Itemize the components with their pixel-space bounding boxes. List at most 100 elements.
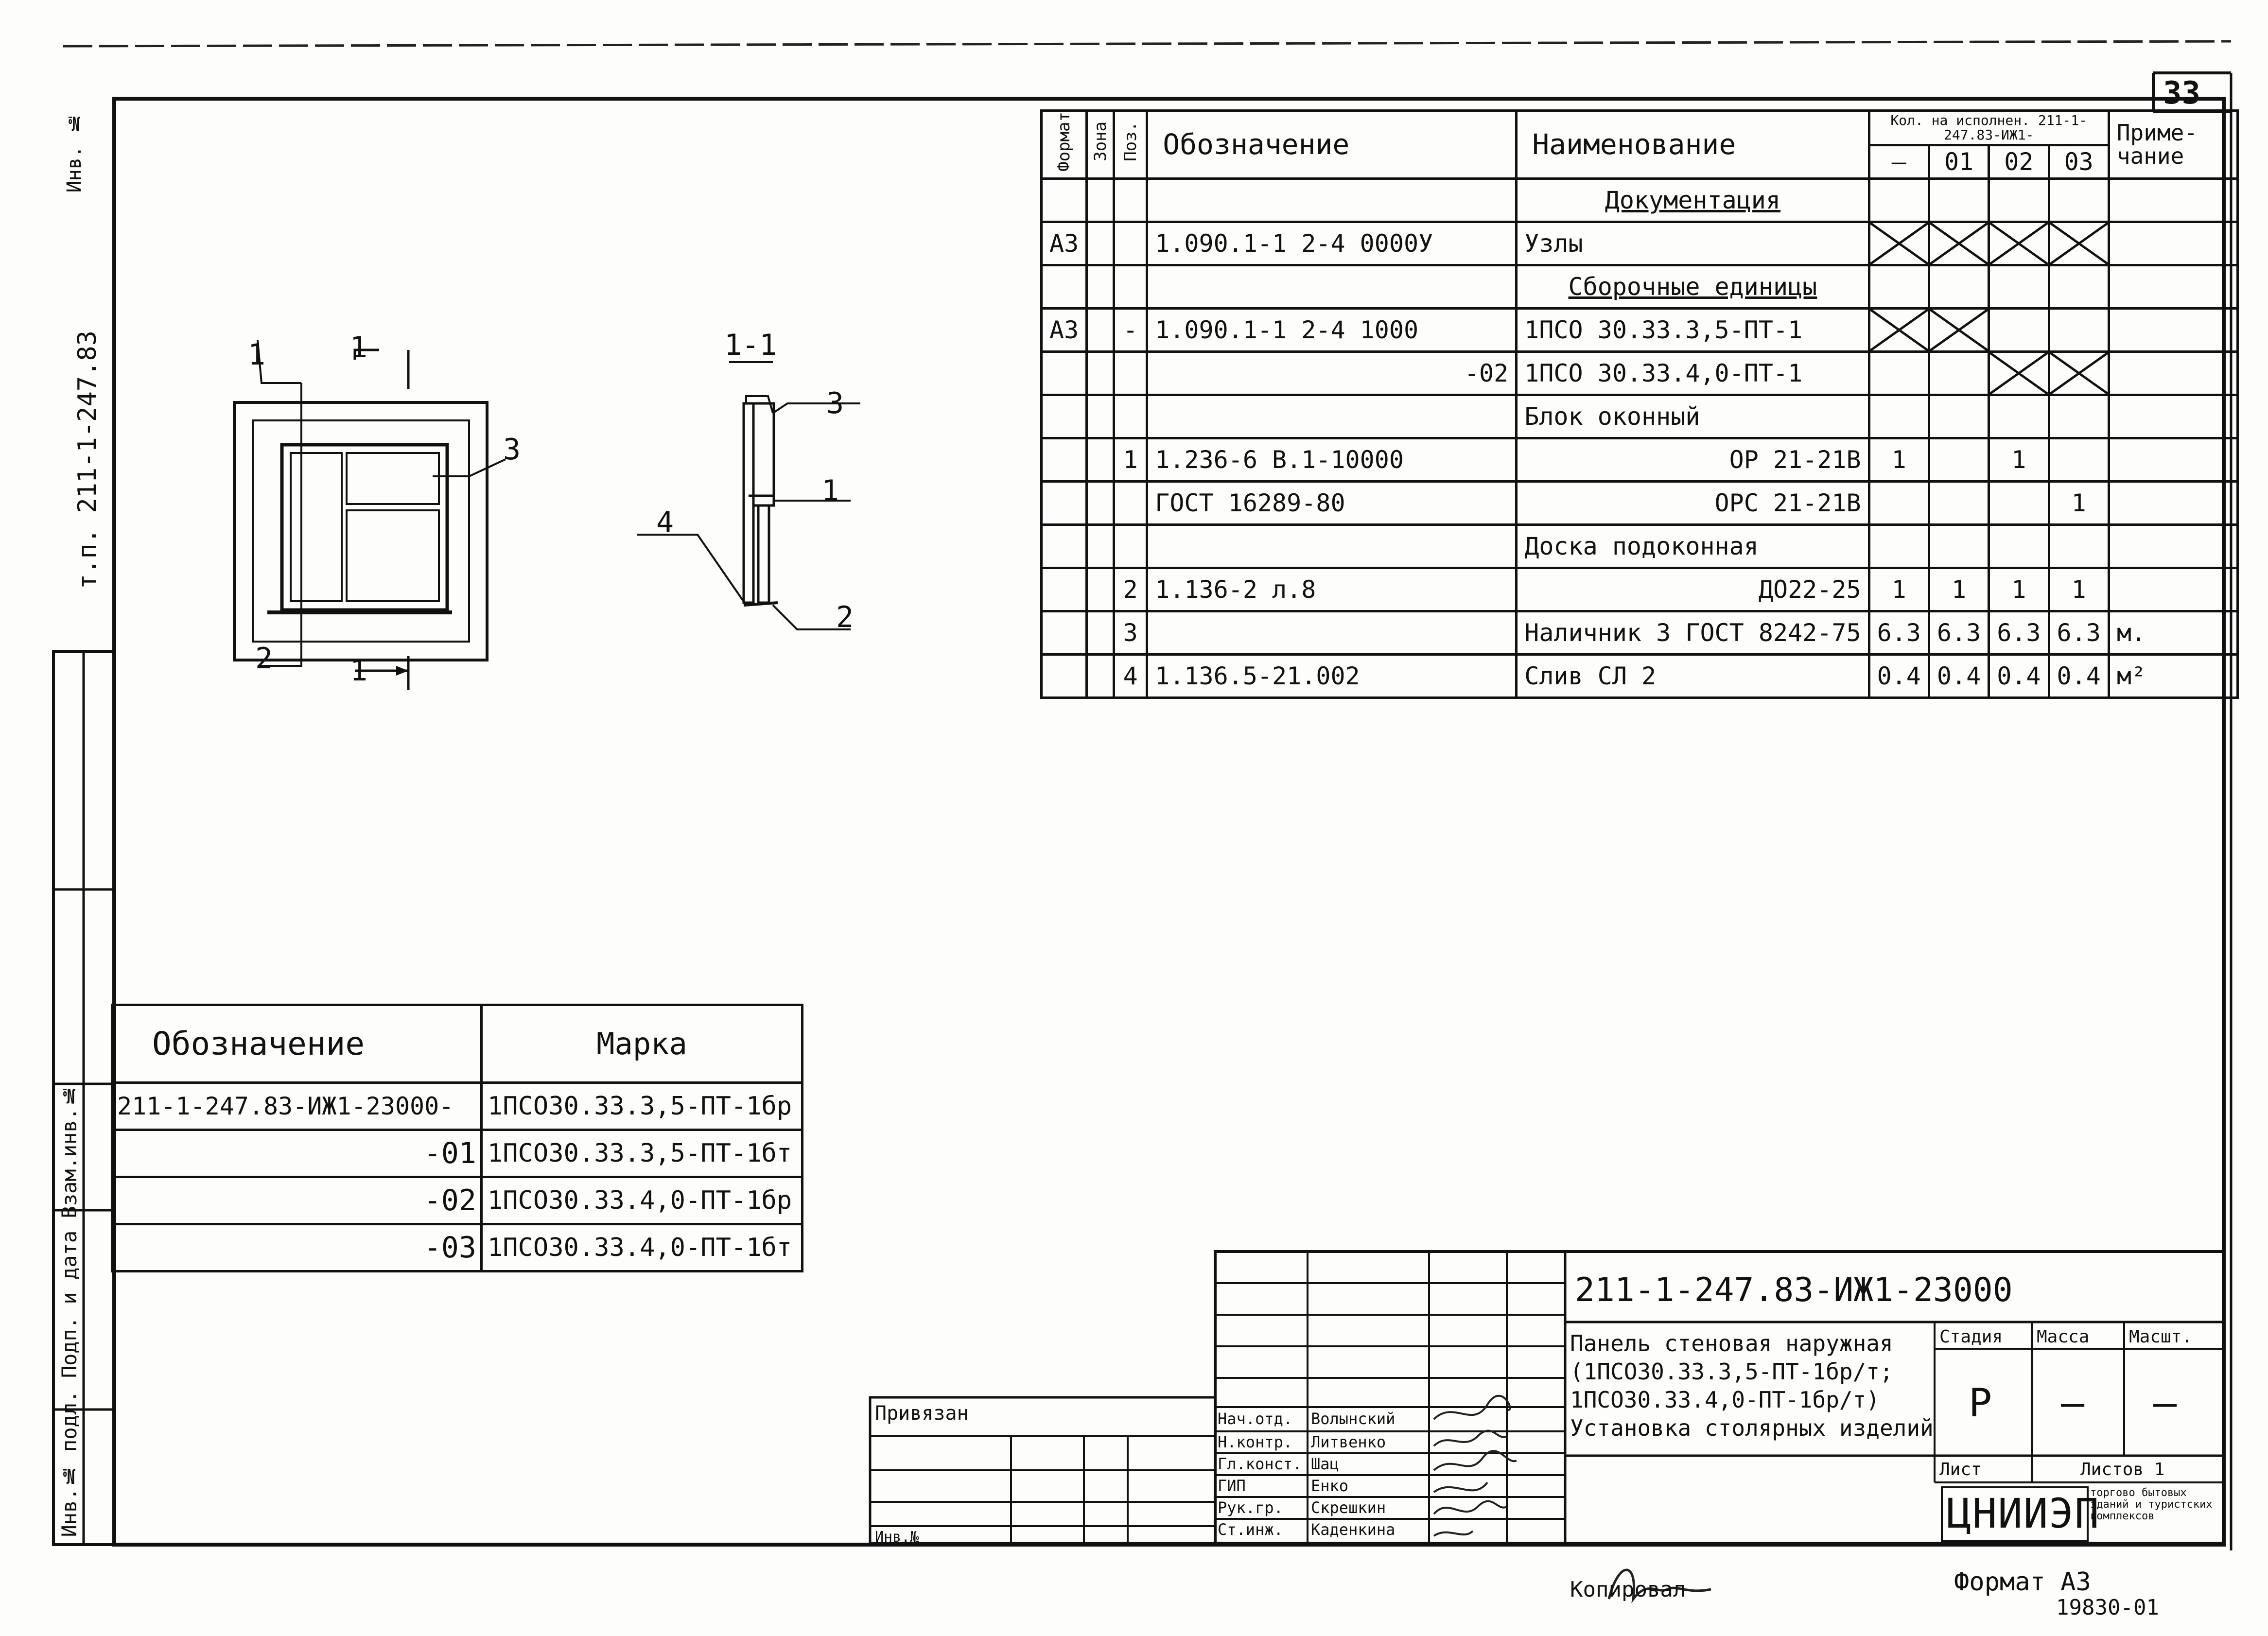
spec-pos-cell <box>1113 220 1149 266</box>
spec-designation-cell <box>1146 523 1518 569</box>
marks-mark-cell: 1ПСО30.33.3,5-ПТ-1бт <box>480 1129 803 1178</box>
spec-qty-cell: 6.3 <box>1927 609 1990 656</box>
spec-zone-cell <box>1085 566 1116 612</box>
spec-qty-cell: 0.4 <box>1867 653 1930 699</box>
spec-qty-cell: 1 <box>1988 436 2050 483</box>
spec-zone-cell <box>1085 480 1116 526</box>
spec-zone-cell <box>1085 653 1116 699</box>
spec-qty-cell <box>2047 220 2110 266</box>
spec-qty-cell <box>1867 220 1930 266</box>
drawing-title-line-2: (1ПСО30.33.3,5-ПТ-1бр/т; <box>1570 1358 1893 1385</box>
spec-qty-cell <box>1988 220 2050 266</box>
spec-qty-cell: 1 <box>2047 480 2110 526</box>
spec-qty-cell <box>1988 307 2050 353</box>
section-mark-top: 1 <box>350 331 368 365</box>
spec-designation-cell <box>1146 263 1518 310</box>
spec-qty-cell <box>1927 177 1990 223</box>
marks-mark-cell: 1ПСО30.33.3,5-ПТ-1бр <box>480 1081 803 1131</box>
spec-qty-cell <box>1867 480 1930 526</box>
spec-zone-cell <box>1085 436 1116 483</box>
archive-number: 19830-01 <box>2056 1595 2159 1620</box>
spec-format-cell <box>1040 653 1088 699</box>
spec-qty-cell <box>1867 523 1930 569</box>
spec-qty-cell <box>1927 263 1990 310</box>
spec-zone-cell <box>1085 350 1116 396</box>
marks-header-designation: Обозначение <box>111 1004 483 1084</box>
spec-designation-cell <box>1146 177 1518 223</box>
person-name: Енко <box>1311 1477 1349 1495</box>
sheet-number: 33 <box>2163 75 2201 111</box>
spec-format-cell <box>1040 177 1088 223</box>
crossed-out-mark <box>1871 311 1927 349</box>
qty-col-3: 03 <box>2047 144 2110 180</box>
crossed-out-mark <box>1991 224 2047 263</box>
spec-format-cell <box>1040 263 1088 310</box>
qty-col-0: — <box>1867 144 1930 180</box>
spec-row: Документация <box>1040 177 2239 223</box>
spec-qty-cell <box>2047 263 2110 310</box>
spec-zone-cell <box>1085 263 1116 310</box>
spec-qty-cell <box>1988 350 2050 396</box>
spec-pos-cell <box>1113 350 1149 396</box>
header-qty: Кол. на исполнен. 211-1-247.83-ИЖ1- <box>1867 109 2110 146</box>
spec-zone-cell <box>1085 177 1116 223</box>
spec-qty-cell <box>1988 480 2050 526</box>
spec-qty-cell <box>1867 177 1930 223</box>
spec-qty-cell: 0.4 <box>2047 653 2110 699</box>
callout-2-section: 2 <box>836 600 854 634</box>
person-name: Волынский <box>1311 1410 1396 1428</box>
spec-pos-cell: 1 <box>1113 436 1149 483</box>
spec-designation-cell: 1.090.1-1 2-4 0000У <box>1146 220 1518 266</box>
spec-name-cell: Слив СЛ 2 <box>1515 653 1870 699</box>
spec-qty-cell <box>1927 307 1990 353</box>
callout-1-left: 1 <box>248 338 266 372</box>
spec-qty-cell <box>1927 436 1990 483</box>
window-elevation-drawing <box>233 340 506 690</box>
callout-4-section: 4 <box>656 505 674 540</box>
spec-name-cell: ДО22-25 <box>1515 566 1870 612</box>
spec-pos-cell <box>1113 523 1149 569</box>
spec-pos-cell <box>1113 480 1149 526</box>
marks-mark-cell: 1ПСО30.33.4,0-ПТ-1бр <box>480 1176 803 1225</box>
spec-zone-cell <box>1085 609 1116 656</box>
spec-pos-cell: 4 <box>1113 653 1149 699</box>
crossed-out-mark <box>1931 311 1987 349</box>
drawing-title-line-4: Установка столярных изделий <box>1570 1415 1934 1441</box>
spec-header-row: Формат Зона Поз. Обозначение Наименовани… <box>1040 109 2239 180</box>
drawing-title-line-3: 1ПСО30.33.4,0-ПТ-1бр/т) <box>1570 1387 1880 1413</box>
crossed-out-mark <box>1931 224 1987 263</box>
spec-designation-cell <box>1146 609 1518 656</box>
spec-note-cell: м. <box>2107 609 2239 656</box>
spec-format-cell: А3 <box>1040 307 1088 353</box>
spec-name-cell: ОРС 21-21В <box>1515 480 1870 526</box>
spec-qty-cell <box>1988 177 2050 223</box>
spec-name-cell: 1ПСО 30.33.4,0-ПТ-1 <box>1515 350 1870 396</box>
spec-zone-cell <box>1085 307 1116 353</box>
spec-zone-cell <box>1085 523 1116 569</box>
person-role: Гл.конст. <box>1218 1455 1302 1473</box>
person-role: Н.контр. <box>1218 1433 1293 1451</box>
qty-col-2: 02 <box>1988 144 2050 180</box>
person-name: Литвенко <box>1311 1433 1386 1451</box>
person-role: Ст.инж. <box>1218 1520 1283 1539</box>
section-title: 1-1 <box>724 328 777 362</box>
spec-name-cell: Доска подоконная <box>1515 523 1870 569</box>
spec-designation-cell: 1.136-2 л.8 <box>1146 566 1518 612</box>
spec-qty-cell <box>2047 307 2110 353</box>
spec-qty-cell: 1 <box>1867 436 1930 483</box>
spec-header-qty-row: — 01 02 03 <box>1042 144 2238 180</box>
marks-designation-cell: -03 <box>111 1223 483 1272</box>
specification-table: Формат Зона Поз. Обозначение Наименовани… <box>1040 109 2239 699</box>
person-name: Скрешкин <box>1311 1498 1386 1517</box>
spec-name-cell: Документация <box>1515 177 1870 223</box>
spec-qty-cell: 6.3 <box>1988 609 2050 656</box>
spec-name-cell: ОР 21-21В <box>1515 436 1870 483</box>
spec-designation-cell: 1.236-6 В.1-10000 <box>1146 436 1518 483</box>
